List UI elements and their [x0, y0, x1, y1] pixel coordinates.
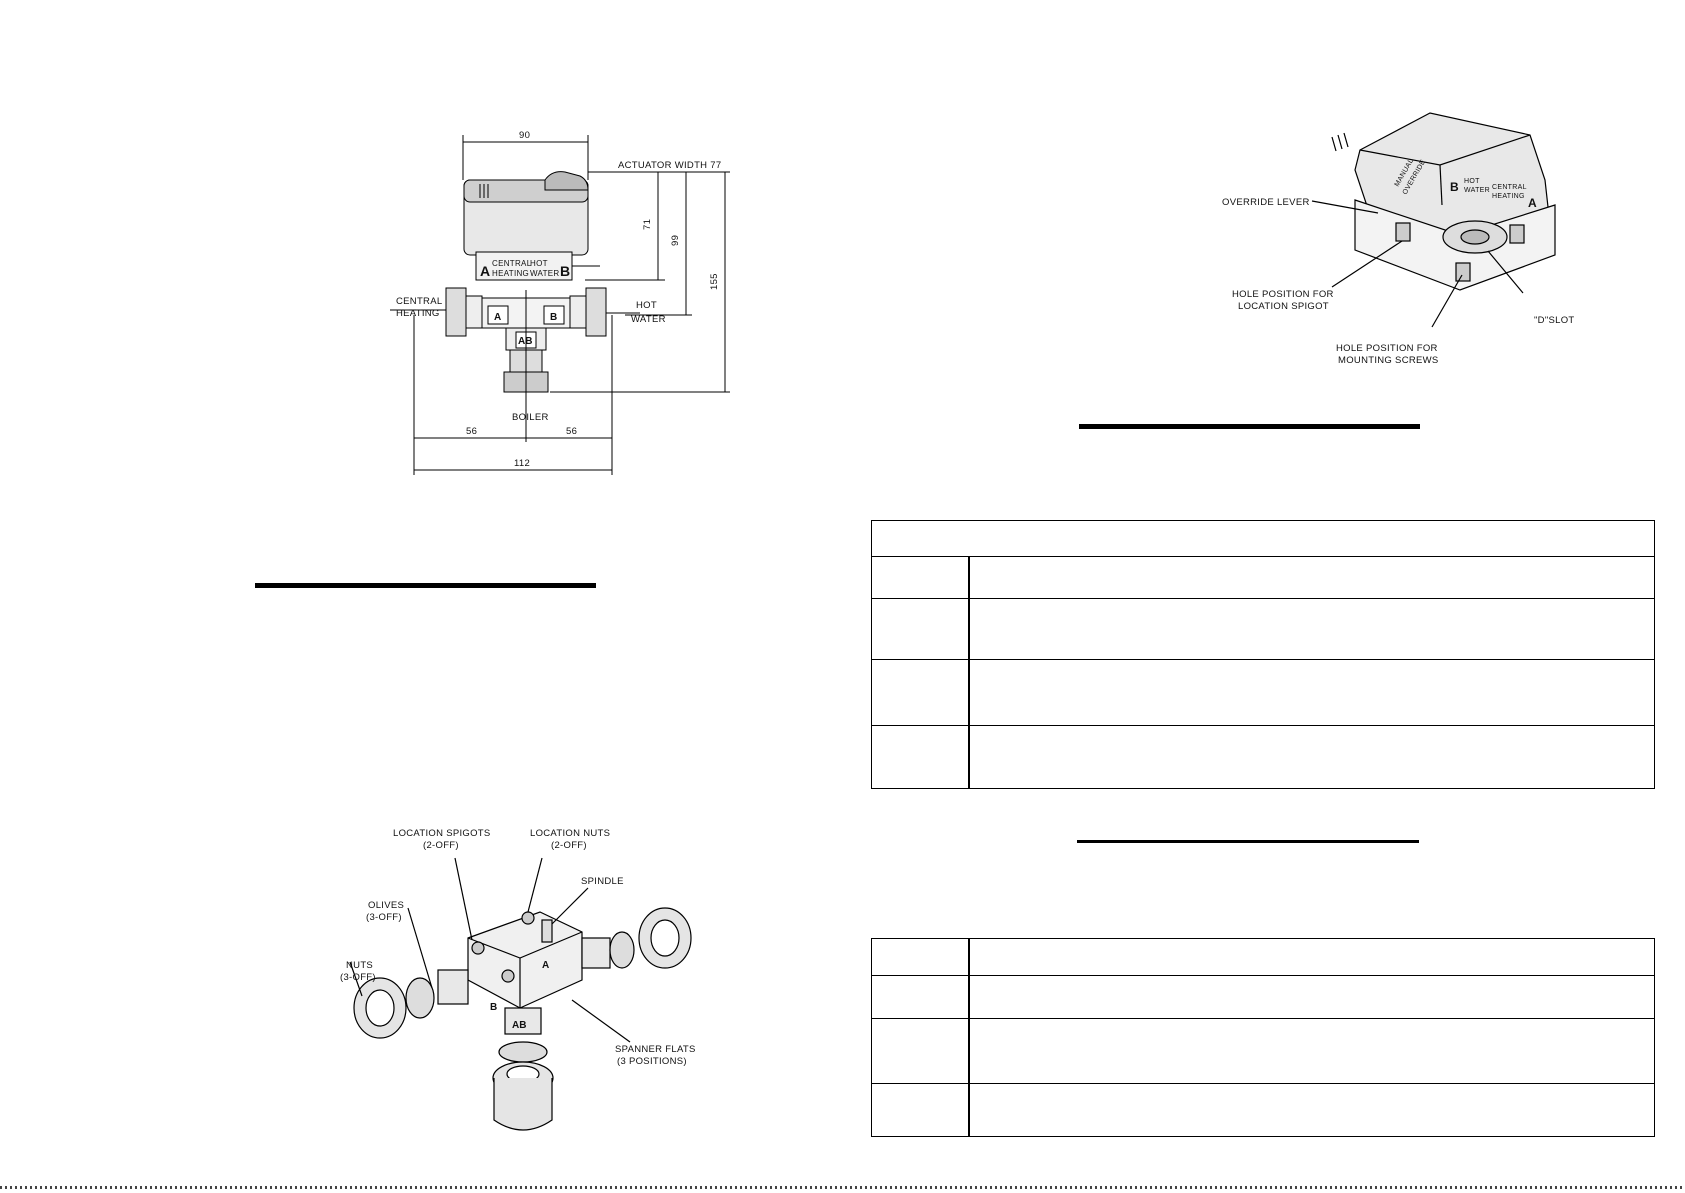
label-override-lever: OVERRIDE LEVER — [1222, 197, 1310, 208]
dim-actuator-width: ACTUATOR WIDTH 77 — [618, 160, 721, 171]
label-hole-spigot-1: HOLE POSITION FOR — [1232, 289, 1334, 300]
label-d-slot: "D"SLOT — [1534, 315, 1575, 326]
actuator-hot-1: HOT — [1464, 178, 1480, 185]
actuator-central-1: CENTRAL — [1492, 184, 1527, 191]
table-lower-row-2 — [872, 975, 1654, 1019]
table-lower-row-3 — [872, 1018, 1654, 1084]
body-port-a: A — [494, 312, 501, 323]
table-upper-column-divider — [968, 556, 970, 788]
dim-top-width: 90 — [519, 130, 530, 141]
label-location-nuts-2: (2-OFF) — [551, 840, 587, 851]
valve-dimension-drawing: 90 ACTUATOR WIDTH 77 71 99 155 CENTRAL H… — [390, 130, 730, 475]
body-port-ab: AB — [518, 336, 532, 347]
table-lower-column-divider — [968, 939, 970, 1136]
actuator-hot-2: WATER — [1464, 187, 1490, 194]
label-location-spigots-1: LOCATION SPIGOTS — [393, 828, 491, 839]
label-spindle: SPINDLE — [581, 876, 624, 887]
port-label-central-heating-2: HEATING — [396, 308, 440, 319]
port-label-boiler: BOILER — [512, 412, 549, 423]
label-location-nuts-1: LOCATION NUTS — [530, 828, 610, 839]
table-upper-row-2 — [872, 598, 1654, 660]
table-upper — [871, 520, 1655, 789]
actuator-letter-a-top: A — [1528, 196, 1537, 210]
actuator-text-central-1: CENTRAL — [492, 259, 532, 268]
port-label-hot-water-2: WATER — [631, 314, 666, 325]
table-lower-row-4 — [872, 1083, 1654, 1136]
actuator-text-central-2: HEATING — [492, 269, 529, 278]
port-label-central-heating-1: CENTRAL — [396, 296, 442, 307]
actuator-text-hot-2: WATER — [530, 269, 560, 278]
label-hole-screws-1: HOLE POSITION FOR — [1336, 343, 1438, 354]
dim-half-right: 56 — [566, 426, 577, 437]
actuator-letter-b: B — [560, 263, 570, 279]
table-upper-row-4 — [872, 725, 1654, 788]
dim-height-71: 71 — [642, 219, 653, 230]
exploded-body-b: B — [490, 1002, 497, 1013]
dim-half-left: 56 — [466, 426, 477, 437]
dim-total-width: 112 — [514, 458, 530, 469]
section-rule-left — [255, 583, 596, 588]
label-olives-1: OLIVES — [368, 900, 404, 911]
label-olives-2: (3-OFF) — [366, 912, 402, 923]
body-port-b: B — [550, 312, 557, 323]
label-spanner-flats-2: (3 POSITIONS) — [617, 1056, 687, 1067]
actuator-central-2: HEATING — [1492, 193, 1525, 200]
dim-height-99: 99 — [670, 235, 681, 246]
scan-edge-strip — [0, 1186, 1685, 1189]
section-rule-right-2 — [1077, 840, 1419, 843]
label-location-spigots-2: (2-OFF) — [423, 840, 459, 851]
actuator-letter-a: A — [480, 263, 490, 279]
label-spanner-flats-1: SPANNER FLATS — [615, 1044, 696, 1055]
table-lower-row-1 — [872, 939, 1654, 976]
actuator-underside-drawing: OVERRIDE LEVER HOLE POSITION FOR LOCATIO… — [1222, 112, 1575, 366]
dim-height-155: 155 — [709, 273, 720, 290]
section-rule-right-1 — [1079, 424, 1420, 429]
table-upper-row-1 — [872, 556, 1654, 599]
exploded-body-ab: AB — [512, 1020, 526, 1031]
port-label-hot-water-1: HOT — [636, 300, 657, 311]
exploded-body-a: A — [542, 960, 549, 971]
table-upper-row-3 — [872, 659, 1654, 726]
label-nuts-1: NUTS — [346, 960, 373, 971]
actuator-text-hot-1: HOT — [530, 259, 548, 268]
label-nuts-2: (3-OFF) — [340, 972, 376, 983]
table-lower — [871, 938, 1655, 1137]
label-hole-spigot-2: LOCATION SPIGOT — [1238, 301, 1329, 312]
label-hole-screws-2: MOUNTING SCREWS — [1338, 355, 1439, 366]
table-upper-header-row — [872, 521, 1654, 557]
valve-exploded-view: LOCATION SPIGOTS (2-OFF) LOCATION NUTS (… — [340, 828, 696, 1131]
actuator-letter-b-top: B — [1450, 180, 1459, 194]
